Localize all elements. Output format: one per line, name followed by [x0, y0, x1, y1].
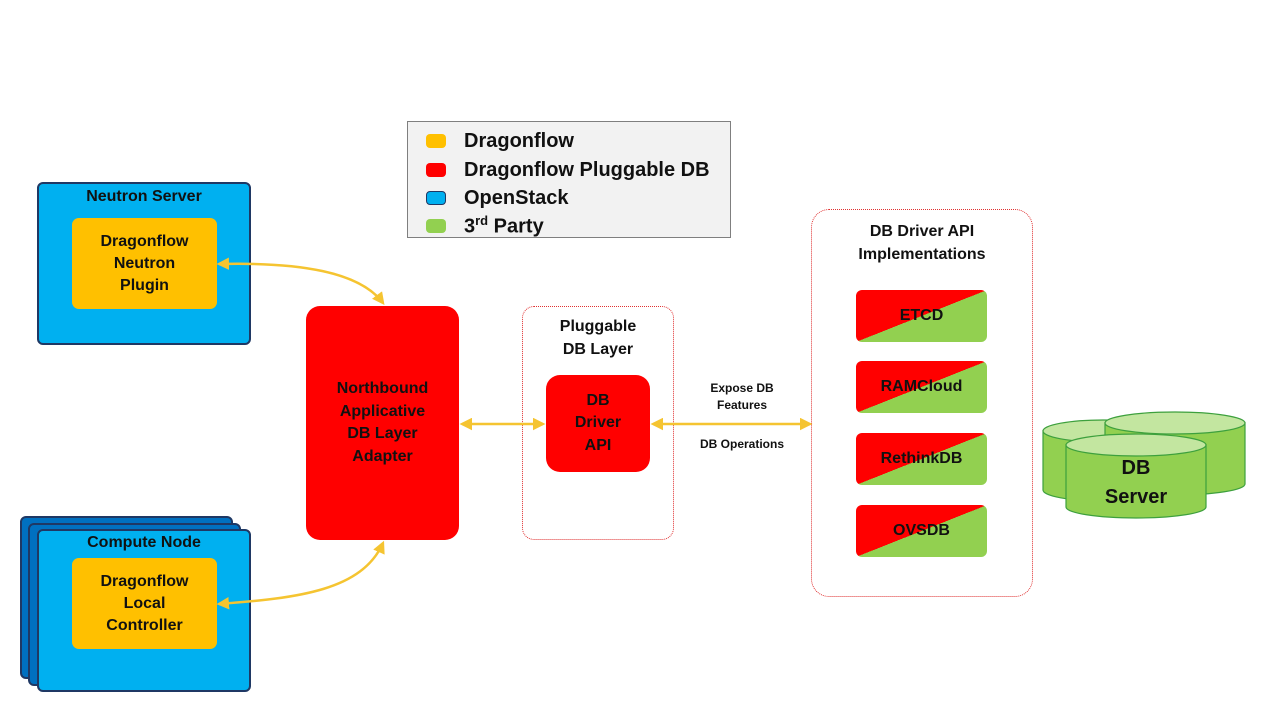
legend-label: 3rd Party — [464, 213, 544, 238]
dragonflow-local-controller: Dragonflow Local Controller — [72, 558, 217, 649]
dragonflow-neutron-plugin: Dragonflow Neutron Plugin — [72, 218, 217, 309]
impl-label: ETCD — [899, 307, 944, 324]
legend-label: Dragonflow — [464, 129, 574, 152]
legend-swatch-dragonflow — [426, 134, 446, 148]
impl-ovsdb: OVSDB — [856, 505, 987, 557]
legend-swatch-third-party — [426, 219, 446, 233]
impl-label: OVSDB — [893, 522, 950, 539]
impl-ramcloud: RAMCloud — [856, 361, 987, 413]
legend: Dragonflow Dragonflow Pluggable DB OpenS… — [407, 121, 731, 238]
legend-swatch-pluggable-db — [426, 163, 446, 177]
pluggable-db-layer-title: Pluggable DB Layer — [559, 318, 637, 358]
implementations-title: DB Driver API Implementations — [858, 223, 986, 263]
legend-item-pluggable-db: Dragonflow Pluggable DB — [426, 156, 710, 184]
arrow-plugin-to-northbound — [216, 257, 385, 306]
db-operations-label: DB Operations — [699, 437, 784, 451]
db-driver-api: DB Driver API — [546, 375, 650, 472]
legend-label: Dragonflow Pluggable DB — [464, 158, 710, 181]
db-server-label: DB Server — [1104, 457, 1168, 508]
impl-etcd: ETCD — [856, 290, 987, 342]
northbound-db-layer-adapter: Northbound Applicative DB Layer Adapter — [306, 306, 459, 540]
db-driver-api-implementations-group: DB Driver API Implementations — [811, 209, 1033, 597]
impl-label: RethinkDB — [880, 450, 963, 467]
legend-swatch-openstack — [426, 191, 446, 205]
db-server-icon — [1042, 411, 1246, 519]
legend-label: OpenStack — [464, 186, 569, 209]
neutron-server-title: Neutron Server — [86, 188, 202, 205]
legend-item-dragonflow: Dragonflow — [426, 127, 574, 155]
compute-node-box: Compute Node Dragonflow Local Controller — [37, 529, 251, 692]
impl-label: RAMCloud — [880, 378, 963, 395]
legend-item-third-party: 3rd Party — [426, 212, 544, 240]
compute-node-title: Compute Node — [87, 534, 201, 551]
legend-item-openstack: OpenStack — [426, 184, 568, 212]
impl-rethinkdb: RethinkDB — [856, 433, 987, 485]
expose-db-features-label: Expose DB Features — [710, 381, 774, 412]
arrow-controller-to-northbound — [216, 540, 385, 610]
